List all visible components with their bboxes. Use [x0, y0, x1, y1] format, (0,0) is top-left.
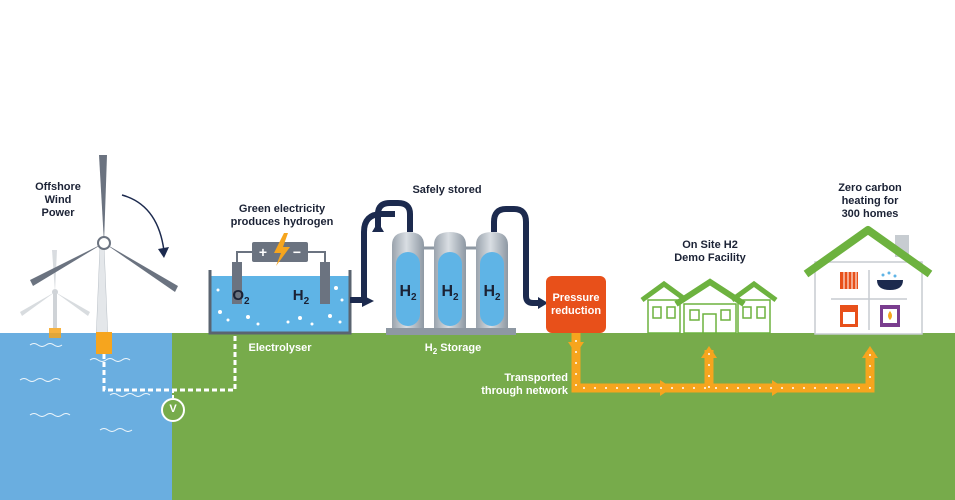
transported-label: Transported through network	[481, 372, 568, 397]
bath-icon	[877, 271, 903, 290]
house-icon	[803, 226, 933, 335]
electrolyser-label: Electrolyser	[248, 342, 312, 354]
demo-facility-label: On Site H2 Demo Facility	[674, 239, 746, 264]
svg-text:H2: H2	[293, 287, 310, 307]
electrolyser-icon	[208, 251, 352, 335]
gas-network-flow-dots	[575, 340, 871, 389]
h2-storage-label: H2 Storage	[424, 342, 482, 357]
flow-pipe-to-storage-arrowhead	[362, 295, 374, 307]
flow-pipe-to-storage	[350, 211, 395, 303]
svg-text:H2: H2	[441, 283, 459, 303]
demo-facility-houses-icon	[640, 278, 778, 334]
wind-turbine-small-icon	[20, 250, 90, 338]
storage-outlet-pipe	[491, 206, 540, 306]
sea-waves	[19, 343, 151, 432]
wind-power-label: Offshore Wind Power	[35, 181, 81, 219]
gas-network-arrowheads	[568, 342, 878, 396]
wind-turbine-icon	[30, 155, 178, 354]
rotation-arrowhead	[158, 247, 169, 258]
pressure-reduction-label: Pressure reduction	[550, 292, 602, 317]
zero-carbon-label: Zero carbon heating for 300 homes	[838, 182, 902, 220]
green-electricity-label: Green electricity produces hydrogen	[230, 203, 334, 228]
safely-stored-label: Safely stored	[412, 184, 482, 196]
lightning-icon	[274, 233, 290, 266]
radiator-icon	[840, 272, 858, 289]
pressure-reduction-box	[546, 276, 606, 333]
svg-text:H2: H2	[399, 283, 417, 303]
grass-ground	[170, 333, 955, 500]
storage-inlet-pipe	[375, 200, 413, 232]
svg-text:−: −	[293, 244, 301, 260]
svg-text:O2: O2	[232, 287, 250, 307]
oven-icon	[840, 305, 858, 327]
svg-text:H2: H2	[483, 283, 501, 303]
valve-icon	[161, 398, 185, 422]
valve-label: V	[169, 403, 177, 415]
storage-inlet-arrowhead	[372, 222, 384, 232]
sea	[0, 333, 172, 500]
storage-outlet-arrowhead	[538, 297, 548, 309]
gas-tank-icon	[386, 232, 516, 335]
boiler-icon	[880, 305, 900, 327]
power-cable	[102, 335, 237, 392]
svg-text:+: +	[259, 244, 267, 260]
rotation-arrow	[121, 194, 165, 252]
